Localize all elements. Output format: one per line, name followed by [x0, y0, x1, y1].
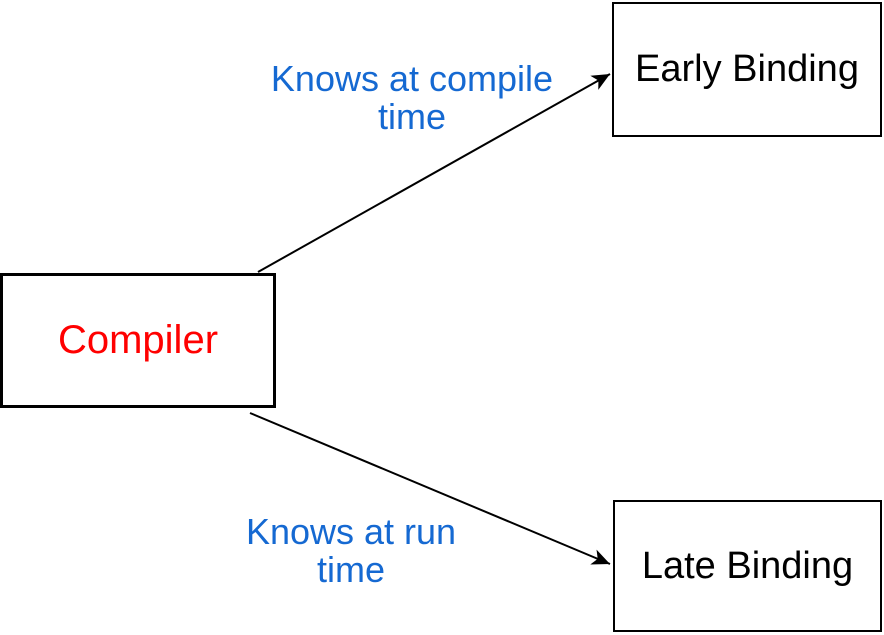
- node-compiler-label: Compiler: [57, 318, 219, 362]
- node-late-binding-label: Late Binding: [641, 544, 854, 587]
- node-late-binding: Late Binding: [613, 500, 882, 632]
- node-early-binding-label: Early Binding: [635, 48, 859, 90]
- node-compiler: Compiler: [0, 273, 276, 408]
- edge-label-compile-time: Knows at compile time: [270, 58, 554, 137]
- node-early-binding: Early Binding: [612, 2, 882, 137]
- edge-label-run-time: Knows at run time: [245, 511, 457, 590]
